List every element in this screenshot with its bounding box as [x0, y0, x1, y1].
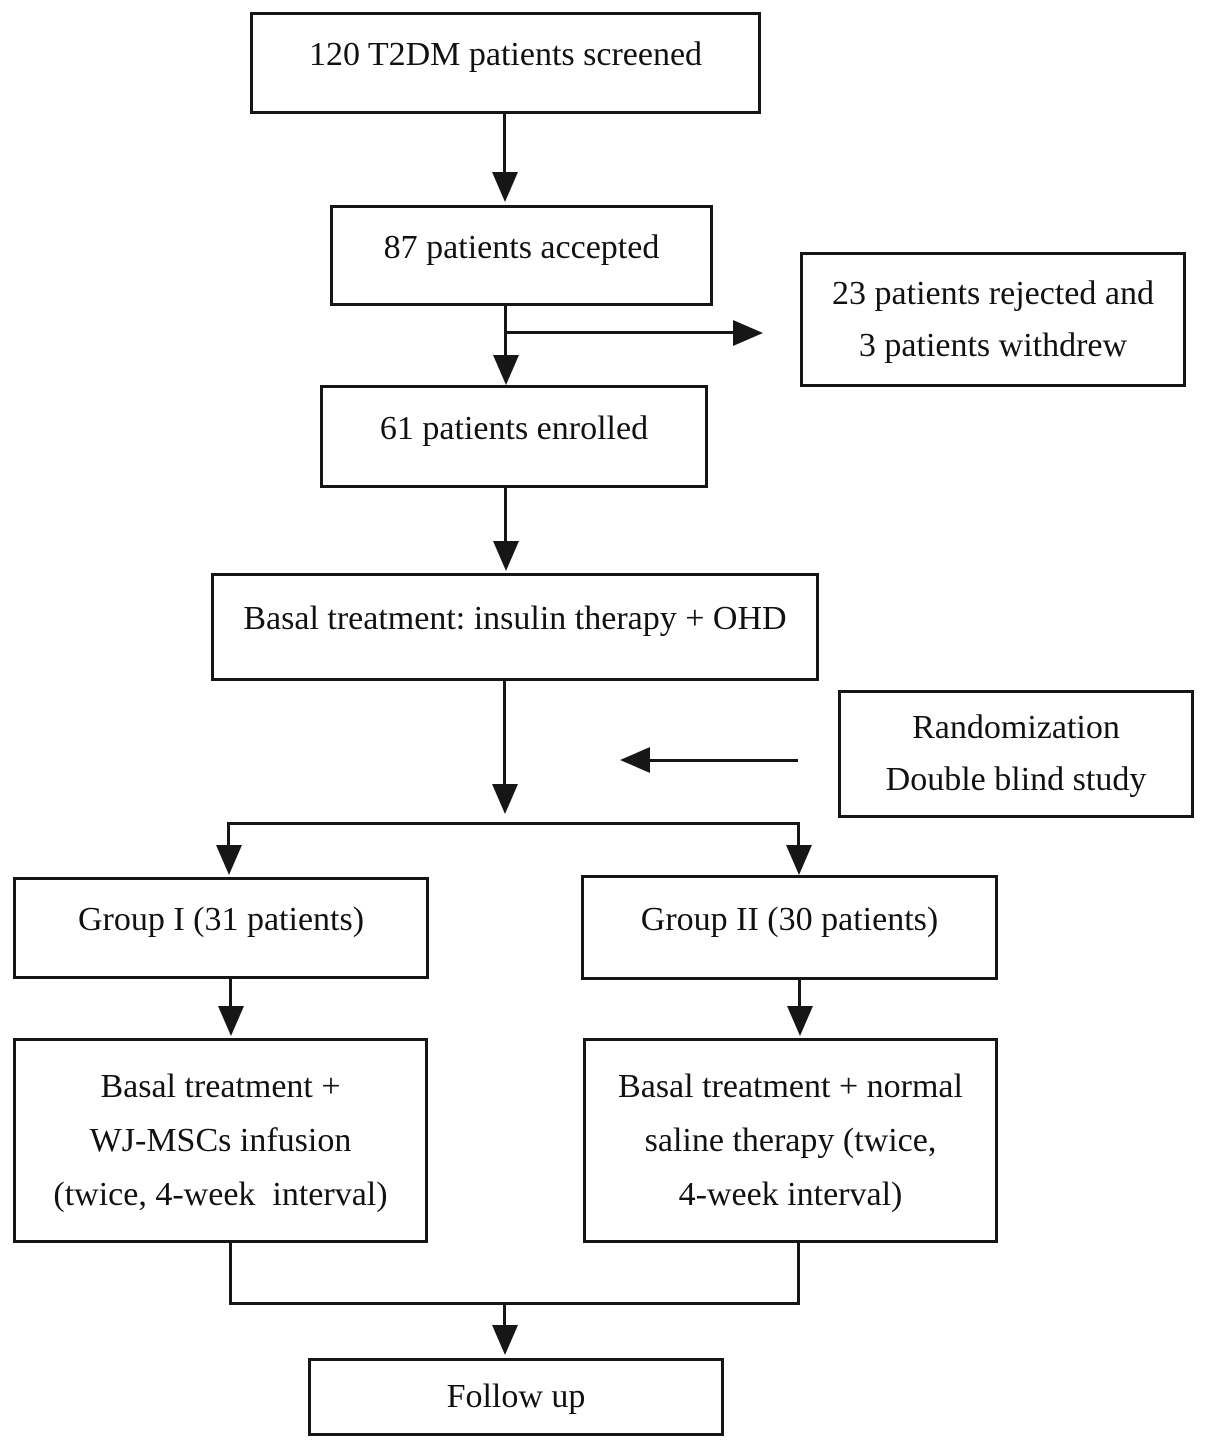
connector-join-followup-arrowhead-icon — [492, 1325, 518, 1355]
connector-split-group2-arrowhead-icon — [786, 845, 812, 875]
box-randomization: Randomization Double blind study — [838, 690, 1194, 818]
connector-join-followup-line — [503, 1303, 506, 1327]
connector-accepted-enrolled-arrowhead-icon — [493, 355, 519, 385]
connector-screened-accepted-line — [503, 114, 506, 176]
box-rejected: 23 patients rejected and 3 patients with… — [800, 252, 1186, 387]
box-group1: Group I (31 patients) — [13, 877, 429, 979]
connector-treatment1-join-line — [229, 1243, 232, 1305]
box-group2-treatment-line-1: Basal treatment + normal — [618, 1067, 963, 1105]
box-group1-treatment-line-1: Basal treatment + — [100, 1067, 341, 1105]
box-randomization-line-2: Double blind study — [885, 761, 1147, 798]
box-group2-treatment-line-2: saline therapy (twice, — [644, 1121, 937, 1159]
box-group2-label: Group II (30 patients) — [640, 900, 939, 938]
box-rejected-line-2: 3 patients withdrew — [858, 326, 1128, 364]
connector-join-bar — [229, 1302, 800, 1305]
connector-split-group1-arrowhead-icon — [216, 845, 242, 875]
box-group1-treatment: Basal treatment + WJ-MSCs infusion (twic… — [13, 1038, 428, 1243]
box-followup-label: Follow up — [446, 1378, 586, 1415]
connector-randomization-line — [650, 759, 798, 762]
connector-split-group1-line — [227, 822, 230, 846]
connector-group1-treatment-arrowhead-icon — [218, 1006, 244, 1036]
connector-group2-treatment-arrowhead-icon — [787, 1006, 813, 1036]
box-rejected-line-1: 23 patients rejected and — [832, 274, 1154, 312]
box-group1-treatment-line-2: WJ-MSCs infusion — [89, 1121, 352, 1159]
connector-group2-treatment-line — [798, 980, 801, 1006]
box-accepted-label: 87 patients accepted — [383, 228, 660, 266]
connector-basal-split-line — [503, 681, 506, 784]
connector-basal-split-arrowhead-icon — [492, 784, 518, 814]
connector-accepted-rejected-line — [505, 331, 733, 334]
box-group1-treatment-line-3: (twice, 4-week interval) — [53, 1175, 388, 1213]
connector-enrolled-basal-arrowhead-icon — [493, 541, 519, 571]
box-basal-treatment-label: Basal treatment: insulin therapy + OHD — [243, 600, 787, 637]
box-enrolled: 61 patients enrolled — [320, 385, 708, 488]
box-enrolled-label: 61 patients enrolled — [379, 409, 649, 447]
box-accepted: 87 patients accepted — [330, 205, 713, 306]
box-group2-treatment: Basal treatment + normal saline therapy … — [583, 1038, 998, 1243]
connector-screened-accepted-arrowhead-icon — [492, 172, 518, 202]
box-randomization-line-1: Randomization — [912, 709, 1120, 746]
box-group2: Group II (30 patients) — [581, 875, 998, 980]
connector-split-group2-line — [797, 822, 800, 846]
connector-randomization-arrowhead-icon — [620, 747, 650, 773]
connector-group1-treatment-line — [229, 979, 232, 1006]
box-screened: 120 T2DM patients screened — [250, 12, 761, 114]
box-screened-label: 120 T2DM patients screened — [308, 36, 703, 73]
connector-treatment2-join-line — [797, 1243, 800, 1305]
connector-accepted-rejected-arrowhead-icon — [733, 320, 763, 346]
box-basal-treatment: Basal treatment: insulin therapy + OHD — [211, 573, 819, 681]
box-group2-treatment-line-3: 4-week interval) — [678, 1175, 903, 1213]
box-followup: Follow up — [308, 1358, 724, 1436]
connector-split-bar — [228, 822, 800, 825]
box-group1-label: Group I (31 patients) — [77, 901, 365, 938]
connector-enrolled-basal-line — [504, 488, 507, 541]
